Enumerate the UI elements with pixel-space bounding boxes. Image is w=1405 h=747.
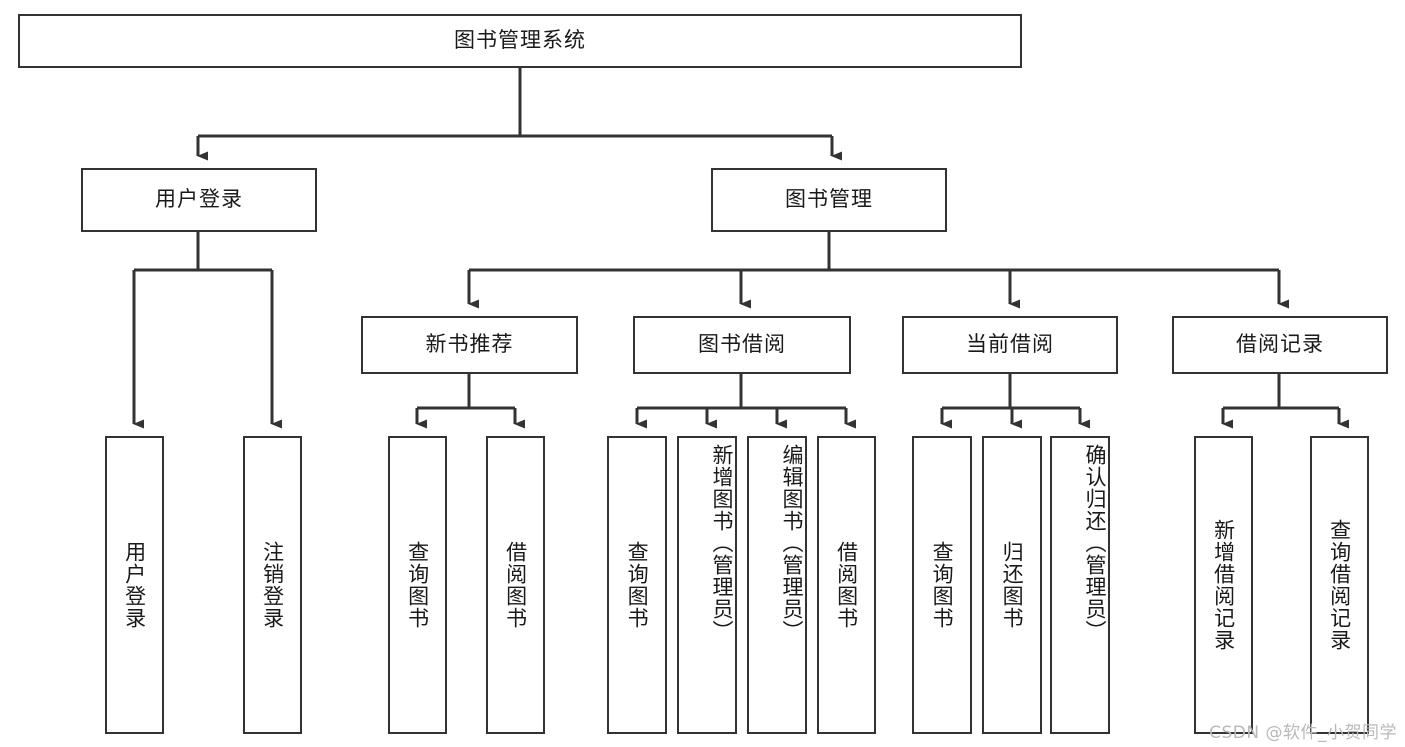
node-leaf-borrow-book-2[interactable]: 借阅图书 — [817, 436, 876, 734]
node-leaf-borrow-book-2-label: 借阅图书 — [834, 541, 859, 629]
node-leaf-user-login[interactable]: 用户登录 — [105, 436, 164, 734]
node-root[interactable]: 图书管理系统 — [18, 14, 1022, 68]
node-leaf-edit-book-label: 编辑图书（管理员） — [780, 444, 804, 642]
node-leaf-confirm-return-label: 确认归还（管理员） — [1083, 444, 1107, 642]
node-borrow-record-label: 借阅记录 — [1236, 332, 1324, 357]
node-leaf-user-login-label: 用户登录 — [122, 541, 147, 629]
node-leaf-add-record[interactable]: 新增借阅记录 — [1194, 436, 1253, 734]
node-leaf-confirm-return[interactable]: 确认归还（管理员） — [1050, 436, 1110, 734]
node-book-manage[interactable]: 图书管理 — [711, 168, 947, 232]
node-leaf-add-book[interactable]: 新增图书（管理员） — [677, 436, 737, 734]
node-borrow-record[interactable]: 借阅记录 — [1172, 316, 1388, 374]
node-book-borrow-label: 图书借阅 — [698, 332, 786, 357]
node-user-login[interactable]: 用户登录 — [81, 168, 317, 232]
node-leaf-query-record[interactable]: 查询借阅记录 — [1310, 436, 1369, 734]
node-user-login-label: 用户登录 — [155, 187, 243, 212]
node-leaf-user-logout-label: 注销登录 — [260, 541, 285, 629]
node-leaf-borrow-book-1-label: 借阅图书 — [503, 541, 528, 629]
node-leaf-query-book-2-label: 查询图书 — [625, 541, 650, 629]
node-root-label: 图书管理系统 — [454, 28, 586, 53]
node-leaf-borrow-book-1[interactable]: 借阅图书 — [486, 436, 545, 734]
node-new-book-recommend[interactable]: 新书推荐 — [361, 316, 578, 374]
node-leaf-return-book-label: 归还图书 — [1000, 541, 1025, 629]
node-current-borrow[interactable]: 当前借阅 — [902, 316, 1118, 374]
node-leaf-query-book-1[interactable]: 查询图书 — [388, 436, 447, 734]
node-leaf-query-record-label: 查询借阅记录 — [1327, 519, 1352, 651]
node-book-manage-label: 图书管理 — [785, 187, 873, 212]
node-leaf-query-book-3-label: 查询图书 — [930, 541, 955, 629]
node-leaf-add-record-label: 新增借阅记录 — [1211, 519, 1236, 651]
node-leaf-add-book-label: 新增图书（管理员） — [710, 444, 734, 642]
node-book-borrow[interactable]: 图书借阅 — [633, 316, 851, 374]
node-new-book-recommend-label: 新书推荐 — [425, 332, 514, 357]
csdn-watermark: CSDN @软件_小贺同学 — [1209, 723, 1397, 743]
node-leaf-query-book-2[interactable]: 查询图书 — [607, 436, 667, 734]
node-leaf-query-book-1-label: 查询图书 — [405, 541, 430, 629]
node-leaf-edit-book[interactable]: 编辑图书（管理员） — [747, 436, 807, 734]
node-current-borrow-label: 当前借阅 — [966, 332, 1054, 357]
node-leaf-user-logout[interactable]: 注销登录 — [243, 436, 302, 734]
node-leaf-return-book[interactable]: 归还图书 — [982, 436, 1042, 734]
node-leaf-query-book-3[interactable]: 查询图书 — [912, 436, 972, 734]
